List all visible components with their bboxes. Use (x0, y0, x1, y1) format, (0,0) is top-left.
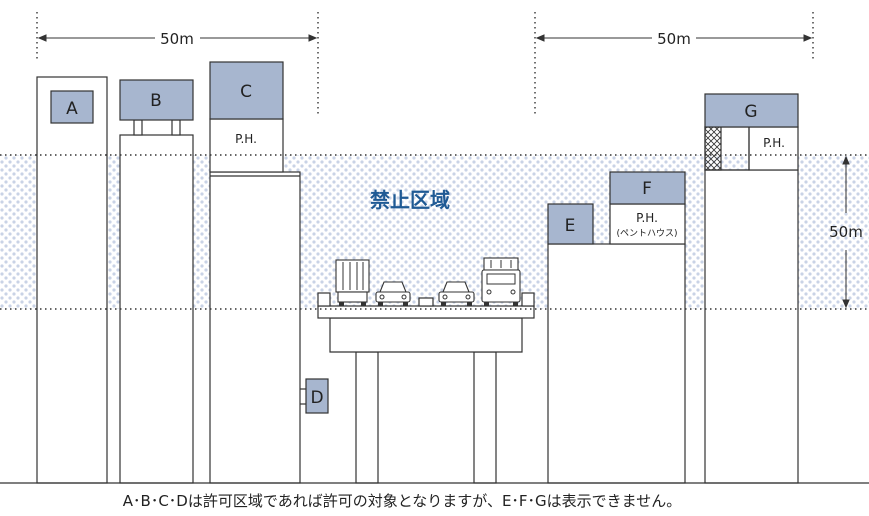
penthouse-f-sublabel: (ペントハウス) (616, 228, 677, 239)
penthouse-c-label: P.H. (235, 132, 257, 146)
bridge-median (418, 297, 434, 307)
sign-c (209, 61, 284, 120)
sign-b-support (171, 119, 181, 136)
car-left (375, 281, 411, 306)
sign-e-label: E (565, 216, 576, 236)
car-right (438, 281, 475, 306)
dimension-right-label: 50m (657, 30, 691, 48)
bridge-deck (317, 305, 535, 319)
building-a (36, 76, 108, 484)
sign-f-label: F (642, 179, 652, 199)
dimension-vertical (842, 155, 850, 309)
sign-c-label: C (240, 82, 252, 102)
sign-d-label: D (310, 388, 323, 408)
dimension-vertical-label: 50m (829, 223, 863, 241)
penthouse-f-label: P.H. (636, 211, 658, 225)
bridge-pier (473, 351, 497, 484)
penthouse-g (748, 126, 799, 171)
sign-b-support (133, 119, 143, 136)
bridge-parapet (521, 292, 535, 307)
sign-d (305, 378, 329, 414)
sign-g-label: G (744, 102, 757, 122)
sign-g-hatch (704, 126, 722, 171)
sign-b-label: B (150, 91, 162, 111)
building-c (209, 171, 301, 484)
sign-b (119, 79, 194, 121)
zone-label: 禁止区域 (370, 188, 450, 212)
truck-left (335, 259, 370, 306)
bridge-girder (329, 317, 523, 353)
sign-e (547, 203, 594, 245)
building-ef (547, 243, 686, 484)
dimension-left-label: 50m (160, 30, 194, 48)
sign-a-label: A (66, 99, 78, 119)
penthouse-c (209, 118, 284, 173)
sign-g (704, 93, 799, 128)
dimension-right (535, 34, 813, 42)
dimension-left (37, 34, 318, 42)
penthouse-g-label: P.H. (763, 136, 785, 150)
sign-a (50, 90, 94, 124)
penthouse-f (609, 203, 686, 245)
building-g (704, 169, 799, 484)
sign-f (609, 171, 686, 205)
bridge-parapet (317, 292, 331, 307)
truck-right (481, 257, 521, 306)
bridge-pier (355, 351, 379, 484)
caption: A･B･C･Dは許可区域であれば許可の対象となりますが、E･F･Gは表示できませ… (123, 492, 681, 510)
